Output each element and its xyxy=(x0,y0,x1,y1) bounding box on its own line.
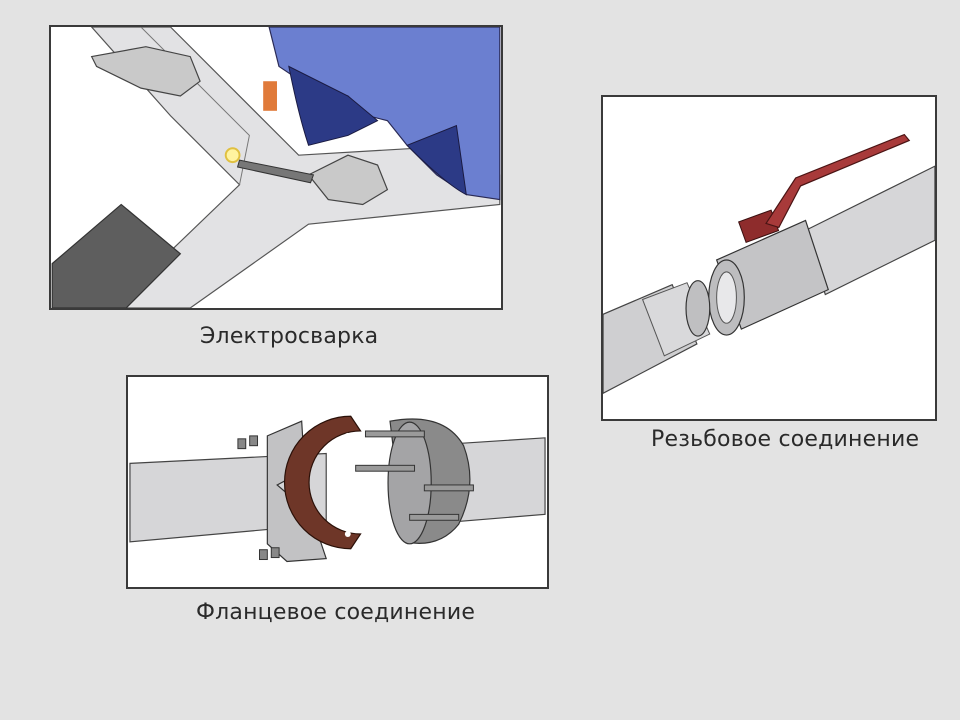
bolt xyxy=(270,547,280,559)
right-pipe xyxy=(804,165,935,296)
weld-spark-icon xyxy=(224,147,241,164)
gasket-hole xyxy=(328,462,335,469)
gasket-hole xyxy=(328,501,335,508)
valve-handle xyxy=(765,133,911,229)
welding-illustration xyxy=(49,25,503,310)
welding-drawing xyxy=(51,27,501,308)
worker-sleeve-left xyxy=(51,203,182,308)
long-bolt xyxy=(423,484,474,492)
threaded-illustration xyxy=(601,95,937,421)
caption-welding: Электросварка xyxy=(200,324,379,349)
right-glove xyxy=(307,154,389,206)
gasket-hole xyxy=(344,531,351,537)
worker-belt-orange xyxy=(263,81,277,111)
flanged-drawing xyxy=(129,415,546,563)
right-flange-face xyxy=(387,421,432,545)
long-bolt xyxy=(355,464,416,472)
threaded-drawing xyxy=(603,133,935,395)
long-bolt xyxy=(364,430,425,438)
pipe-strip xyxy=(90,27,501,308)
valve-bore xyxy=(716,271,737,324)
gasket xyxy=(284,415,362,550)
worker-pants xyxy=(288,65,379,146)
caption-threaded: Резьбовое соединение xyxy=(651,427,920,452)
flanged-illustration xyxy=(126,375,549,589)
worker-leg xyxy=(406,124,467,196)
bolt xyxy=(237,438,247,450)
long-bolt xyxy=(409,513,460,521)
left-pipe-end xyxy=(685,280,711,337)
electrode-holder xyxy=(236,159,315,184)
gasket-hole xyxy=(344,432,351,439)
bolt xyxy=(258,549,268,561)
left-glove xyxy=(90,46,201,97)
caption-flanged: Фланцевое соединение xyxy=(196,600,476,625)
bolt xyxy=(249,435,259,447)
